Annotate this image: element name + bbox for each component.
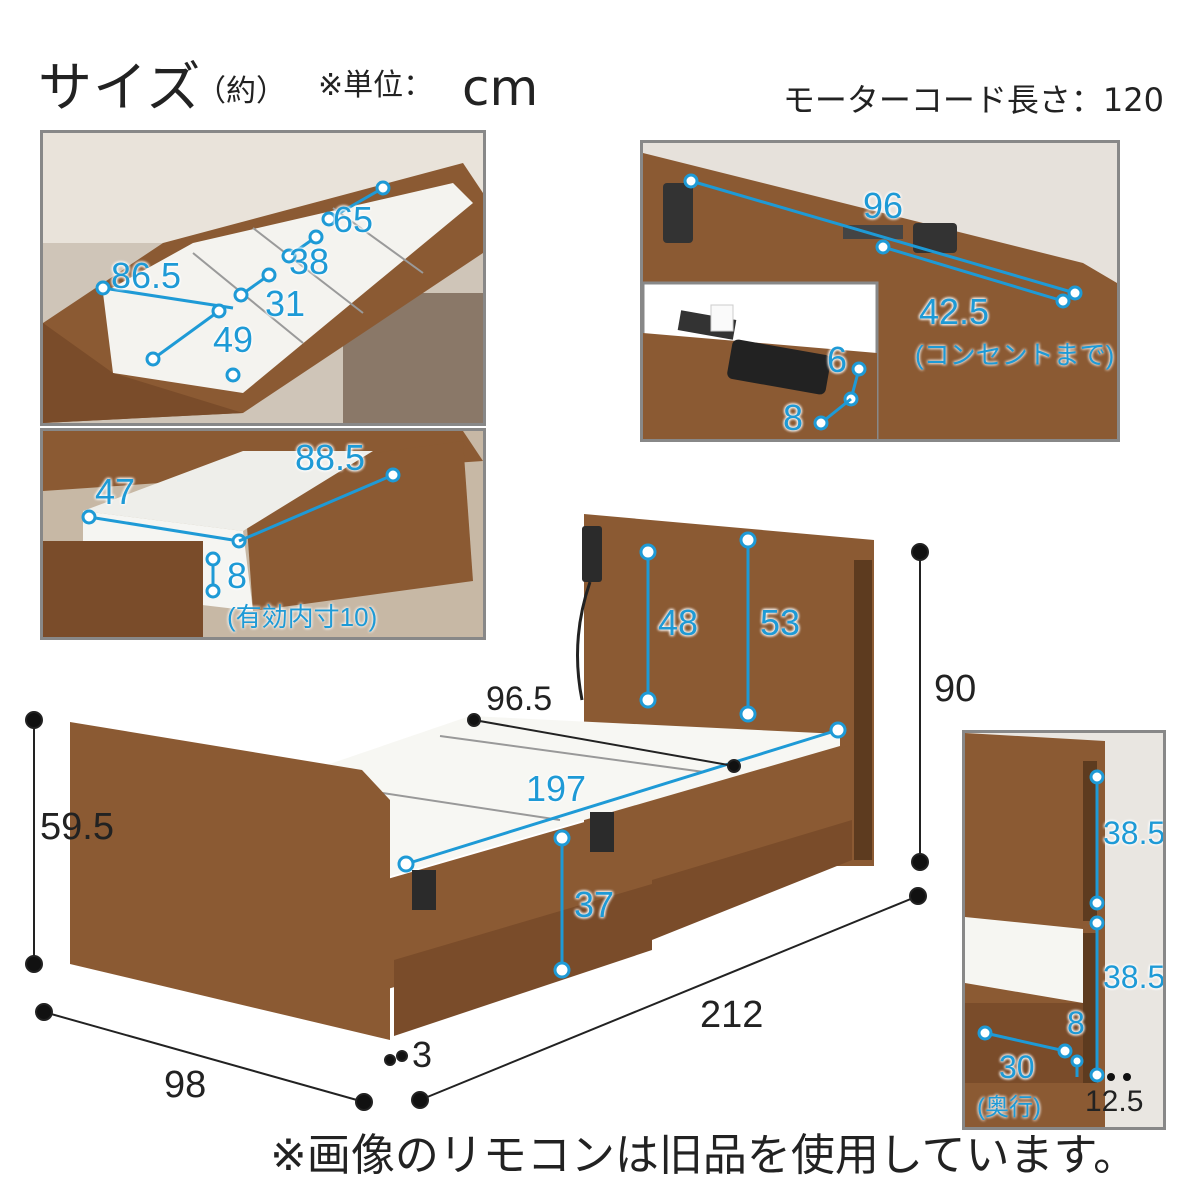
- headboard-height: 90: [934, 668, 977, 710]
- side-photo: [965, 733, 1163, 1127]
- slat-dim-31: 31: [265, 283, 306, 324]
- panel-headboard: 96 42.5 (コンセントまで) 6 8: [640, 140, 1120, 442]
- outlet-note: (コンセントまで): [915, 340, 1115, 370]
- slats-photo: [43, 133, 483, 423]
- remote-control: [582, 526, 602, 582]
- shelf-height-6: 6: [827, 339, 848, 380]
- side-depth: 30: [999, 1049, 1035, 1085]
- inner-length: 197: [526, 768, 587, 809]
- drawer-dim-47: 47: [95, 471, 136, 512]
- slat-dim-65: 65: [333, 199, 374, 240]
- headboard-width: 96: [863, 185, 904, 226]
- side-dim-8: 8: [1067, 1005, 1085, 1041]
- outlet-distance: 42.5: [919, 291, 990, 332]
- size-title: サイズ: [38, 56, 202, 119]
- side-dim-38-5-bottom: 38.5: [1103, 959, 1166, 995]
- drawer-inner-note: (有効内寸10): [227, 602, 378, 632]
- floor-to-deck: 37: [574, 884, 615, 925]
- slat-dim-38: 38: [289, 241, 330, 282]
- shelf-height-48: 48: [658, 602, 699, 643]
- drawer-photo: [43, 431, 483, 637]
- inner-width: 96.5: [486, 680, 553, 718]
- slat-dim-86-5: 86.5: [111, 255, 182, 296]
- side-depth-note: (奥行): [977, 1094, 1041, 1121]
- overall-length: 212: [700, 994, 764, 1036]
- panel-drawer: 88.5 47 8 (有効内寸10): [40, 428, 486, 640]
- footboard: [70, 722, 390, 1040]
- panel-side: 38.5 38.5 8 30 (奥行) 12.5: [962, 730, 1166, 1130]
- side-dim-38-5-top: 38.5: [1103, 815, 1166, 851]
- slat-dim-49: 49: [213, 319, 254, 360]
- side-thickness: 12.5: [1085, 1085, 1144, 1118]
- drawer-dim-88-5: 88.5: [295, 437, 366, 478]
- drawer-dim-8: 8: [227, 555, 248, 596]
- shelf-height-53: 53: [760, 602, 801, 643]
- unit-label: ※単位：: [318, 68, 434, 103]
- remote-note: ※画像のリモコンは旧品を使用しています。: [270, 1130, 1138, 1181]
- shelf-depth-8: 8: [783, 397, 804, 438]
- approx-label: （約）: [196, 74, 286, 109]
- headboard-photo: [643, 143, 1117, 439]
- motor-cord-length: モーターコード長さ：120: [782, 81, 1164, 119]
- unit-value: cm: [462, 59, 539, 117]
- overall-width: 98: [164, 1064, 207, 1106]
- floor-clearance: 3: [412, 1034, 433, 1075]
- panel-slats: 65 38 86.5 31 49: [40, 130, 486, 426]
- headboard: [584, 514, 874, 866]
- footboard-height: 59.5: [40, 806, 114, 848]
